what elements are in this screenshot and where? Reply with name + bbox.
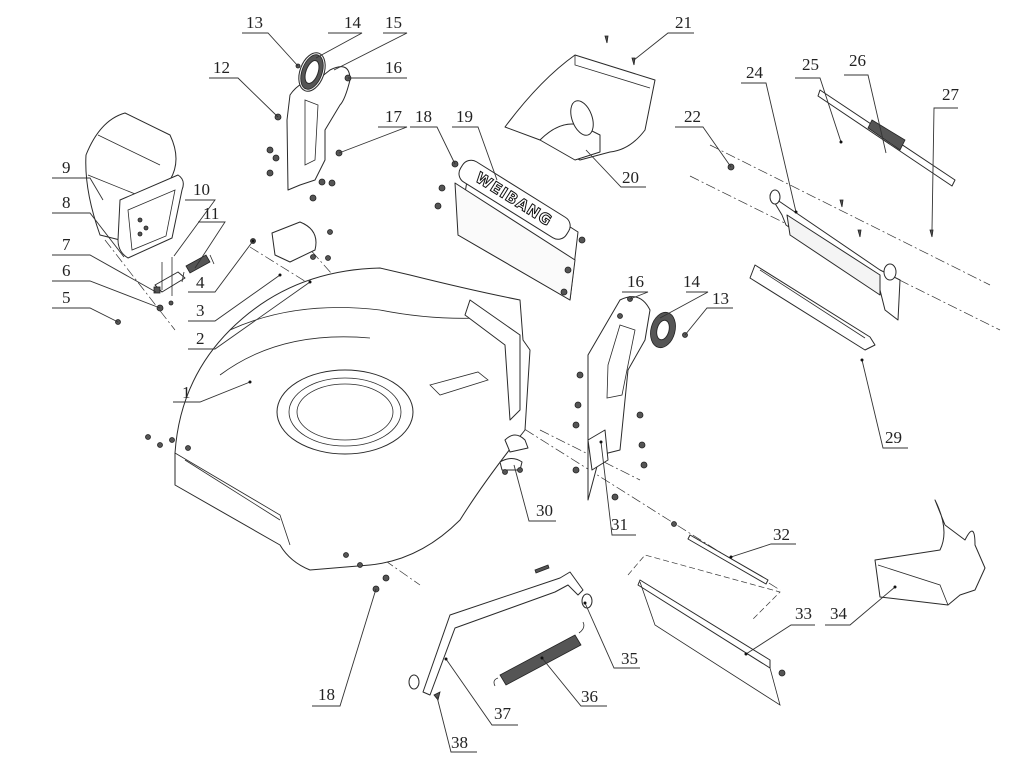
svg-text:3: 3 (196, 301, 205, 320)
svg-text:27: 27 (942, 85, 960, 104)
callout-12: 12 (209, 58, 279, 118)
callout-31: 31 (599, 440, 636, 536)
part-lever-rod-and-spring (408, 564, 593, 701)
callout-35: 35 (583, 601, 640, 669)
callout-2: 2 (188, 280, 312, 350)
callout-10: 10 (173, 180, 216, 257)
svg-text:15: 15 (385, 13, 402, 32)
callout-19: 19 (452, 107, 498, 181)
svg-text:31: 31 (611, 515, 628, 534)
callout-6: 6 (52, 261, 161, 309)
svg-text:7: 7 (62, 235, 71, 254)
svg-text:36: 36 (581, 687, 598, 706)
svg-text:26: 26 (849, 51, 866, 70)
svg-text:30: 30 (536, 501, 553, 520)
callout-30: 30 (513, 464, 556, 522)
part-axle-and-side-flap (627, 521, 786, 706)
svg-text:5: 5 (62, 288, 71, 307)
callout-22: 22 (675, 107, 732, 168)
svg-text:1: 1 (182, 383, 191, 402)
svg-text:10: 10 (193, 180, 210, 199)
svg-text:25: 25 (802, 55, 819, 74)
svg-text:33: 33 (795, 604, 812, 623)
svg-text:38: 38 (451, 733, 468, 752)
svg-text:16: 16 (627, 272, 644, 291)
callout-14: 14 (315, 13, 363, 59)
callouts: 1 2 3 4 5 6 7 (52, 13, 960, 753)
svg-text:19: 19 (456, 107, 473, 126)
callout-4: 4 (188, 239, 255, 293)
part-adjust-bracket (250, 221, 333, 263)
callout-16-right: 16 (622, 272, 649, 300)
callout-21: 21 (633, 13, 694, 61)
svg-text:18: 18 (318, 685, 335, 704)
callout-29: 29 (860, 358, 908, 449)
part-left-adjust-plate (266, 52, 352, 202)
svg-text:34: 34 (830, 604, 848, 623)
svg-text:4: 4 (196, 273, 205, 292)
svg-text:16: 16 (385, 58, 402, 77)
part-discharge-chute (504, 35, 656, 161)
callout-25: 25 (795, 55, 843, 144)
callout-24: 24 (741, 63, 798, 214)
svg-text:13: 13 (712, 289, 729, 308)
callout-32: 32 (729, 525, 796, 559)
part-mulch-plug (874, 499, 986, 606)
part-rear-flap-assembly (727, 89, 956, 351)
callout-1: 1 (173, 380, 252, 403)
callout-16-left: 16 (348, 58, 407, 79)
svg-text:11: 11 (203, 204, 219, 223)
callout-3: 3 (188, 273, 282, 322)
svg-text:14: 14 (683, 272, 701, 291)
part-rear-flap-cover (85, 112, 184, 259)
svg-text:32: 32 (773, 525, 790, 544)
callout-33: 33 (744, 604, 815, 656)
callout-38: 38 (436, 696, 477, 753)
svg-text:13: 13 (246, 13, 263, 32)
svg-text:2: 2 (196, 329, 205, 348)
svg-text:29: 29 (885, 428, 902, 447)
callout-20: 20 (585, 149, 646, 188)
svg-text:9: 9 (62, 158, 71, 177)
callout-9: 9 (52, 158, 104, 201)
callout-18-top: 18 (410, 107, 456, 165)
part-front-cover: WEIBANG (434, 159, 586, 301)
svg-text:18: 18 (415, 107, 432, 126)
callout-27: 27 (931, 85, 960, 231)
callout-8: 8 (52, 193, 125, 258)
svg-text:24: 24 (746, 63, 764, 82)
svg-text:8: 8 (62, 193, 71, 212)
svg-text:14: 14 (344, 13, 362, 32)
callout-37: 37 (444, 657, 518, 726)
part-deck (145, 267, 531, 593)
svg-text:22: 22 (684, 107, 701, 126)
callout-5: 5 (52, 288, 119, 323)
svg-text:17: 17 (385, 107, 403, 126)
svg-text:21: 21 (675, 13, 692, 32)
svg-text:6: 6 (62, 261, 71, 280)
callout-13: 13 (242, 13, 299, 67)
callout-18-bottom: 18 (312, 588, 377, 707)
callout-13-right: 13 (684, 289, 733, 336)
callout-14-right: 14 (659, 272, 709, 319)
callout-11: 11 (194, 204, 226, 269)
part-cable-clamp (499, 434, 529, 475)
callout-17: 17 (338, 107, 408, 154)
callout-15: 15 (333, 13, 408, 71)
svg-text:35: 35 (621, 649, 638, 668)
callout-26: 26 (844, 51, 887, 154)
svg-text:37: 37 (494, 704, 512, 723)
callout-36: 36 (540, 656, 607, 707)
svg-text:20: 20 (622, 168, 639, 187)
callout-34: 34 (825, 585, 897, 626)
part-right-adjust-plate (572, 296, 688, 501)
svg-text:12: 12 (213, 58, 230, 77)
callout-7: 7 (52, 235, 157, 293)
